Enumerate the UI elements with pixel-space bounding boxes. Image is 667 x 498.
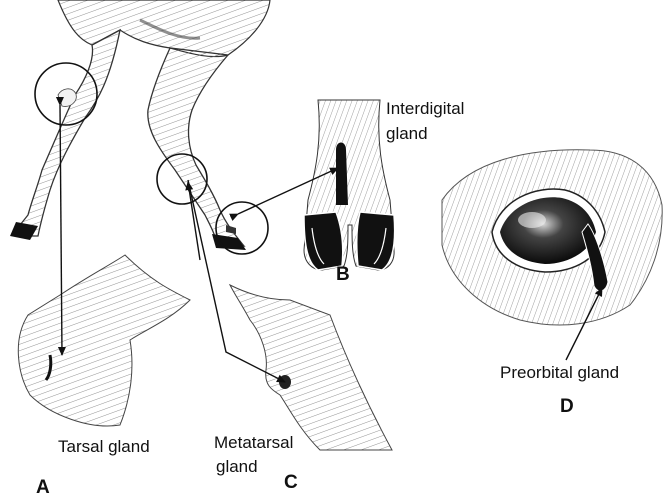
- panel-letter-a: A: [36, 478, 50, 498]
- panel-letter-d: D: [560, 397, 574, 417]
- preorbital-eye-illustration: [442, 150, 662, 325]
- deer-legs: [10, 0, 270, 250]
- tarsal-closeup-illustration: [18, 255, 190, 426]
- metatarsal-closeup-illustration: [230, 285, 392, 450]
- interdigital-label-line2: gland: [386, 124, 428, 144]
- metatarsal-label-line1: Metatarsal: [214, 433, 293, 453]
- interdigital-label-line1: Interdigital: [386, 99, 464, 119]
- tarsal-label: Tarsal gland: [58, 437, 150, 457]
- metatarsal-label-line2: gland: [216, 457, 258, 477]
- panel-letter-c: C: [284, 473, 298, 493]
- interdigital-hoof-illustration: [304, 100, 395, 270]
- panel-letter-b: B: [336, 265, 350, 285]
- preorbital-label: Preorbital gland: [500, 363, 619, 383]
